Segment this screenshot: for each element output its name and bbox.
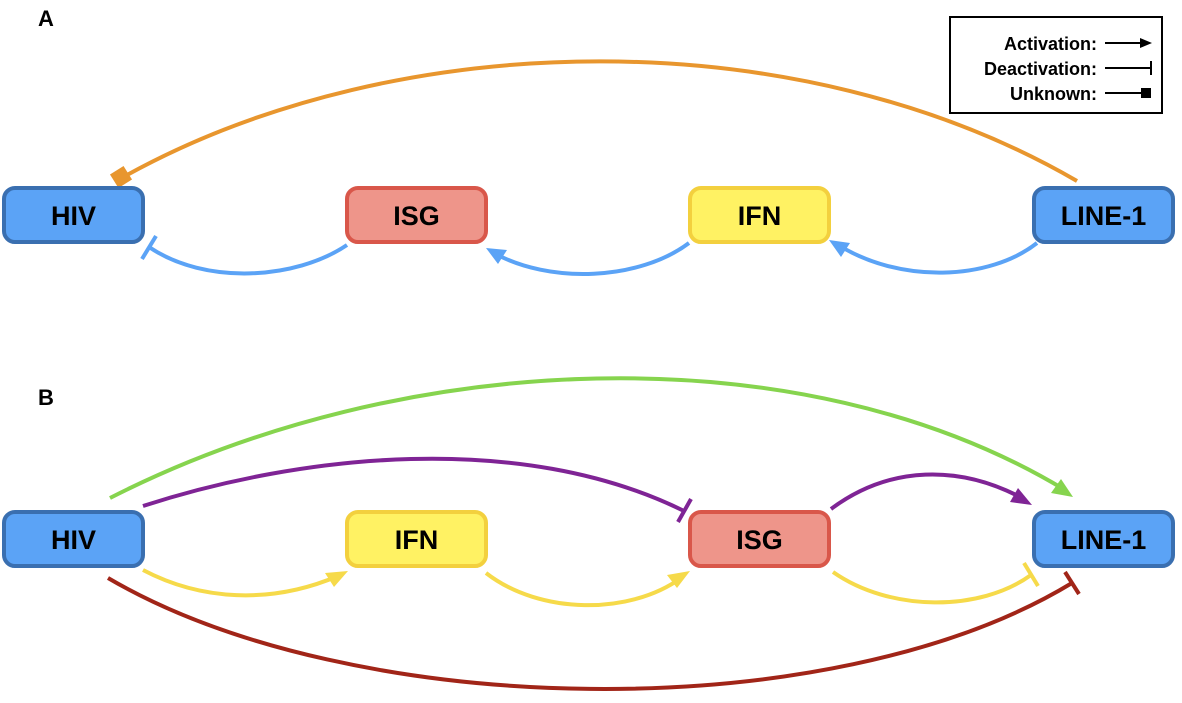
panel-a-ifn-label: IFN — [738, 201, 782, 231]
panel-b-edge-hiv-ifn-yellow-activation — [142, 568, 348, 598]
legend-activation-label: Activation: — [1004, 34, 1097, 54]
panel-b-edge-ifn-isg-yellow-activation — [484, 571, 690, 608]
panel-b-label: B — [38, 385, 54, 410]
panel-b-edge-hiv-isg-purple-deactivation — [142, 456, 693, 523]
panel-b-edge-isg-line1-purple-activation — [829, 472, 1032, 511]
panel-a-edge-line1-ifn-activation — [829, 240, 1039, 275]
legend-deactivation-label: Deactivation: — [984, 59, 1097, 79]
panel-b-node-hiv: HIV — [2, 510, 145, 568]
panel-a-edge-isg-hiv-deactivation — [140, 234, 349, 276]
panel-b-node-line1: LINE-1 — [1032, 510, 1175, 568]
panel-b-line1-label: LINE-1 — [1061, 525, 1147, 555]
panel-b-hiv-label: HIV — [51, 525, 96, 555]
panel-b-node-isg: ISG — [688, 510, 831, 568]
panel-a-node-hiv: HIV — [2, 186, 145, 244]
legend: Activation: Deactivation: Unknown: — [949, 16, 1163, 114]
panel-b-isg-label: ISG — [736, 525, 783, 555]
panel-a-hiv-label: HIV — [51, 201, 96, 231]
panel-b: HIV IFN ISG LINE-1 — [2, 376, 1175, 691]
panel-b-edge-hiv-line1-darkred-deactivation — [106, 570, 1081, 691]
panel-a-node-isg: ISG — [345, 186, 488, 244]
legend-deactivation-bar-icon — [1105, 61, 1152, 75]
legend-box — [949, 16, 1163, 114]
panel-a-isg-label: ISG — [393, 201, 440, 231]
panel-b-ifn-label: IFN — [395, 525, 439, 555]
legend-unknown-label: Unknown: — [1010, 84, 1097, 104]
panel-a-edge-line1-hiv-unknown — [109, 59, 1079, 189]
panel-a-node-line1: LINE-1 — [1032, 186, 1175, 244]
panel-b-edge-isg-line1-yellow-deactivation — [831, 561, 1040, 605]
panel-a-label: A — [38, 6, 54, 31]
panel-b-edge-hiv-line1-green-activation — [109, 376, 1073, 500]
panel-a-edge-ifn-isg-activation — [486, 241, 691, 276]
panel-a-node-ifn: IFN — [688, 186, 831, 244]
legend-unknown-square-icon — [1105, 88, 1151, 98]
legend-activation-arrow-icon — [1105, 38, 1152, 48]
panel-b-node-ifn: IFN — [345, 510, 488, 568]
panel-a-line1-label: LINE-1 — [1061, 201, 1147, 231]
panel-a: HIV ISG IFN LINE-1 — [2, 59, 1175, 276]
